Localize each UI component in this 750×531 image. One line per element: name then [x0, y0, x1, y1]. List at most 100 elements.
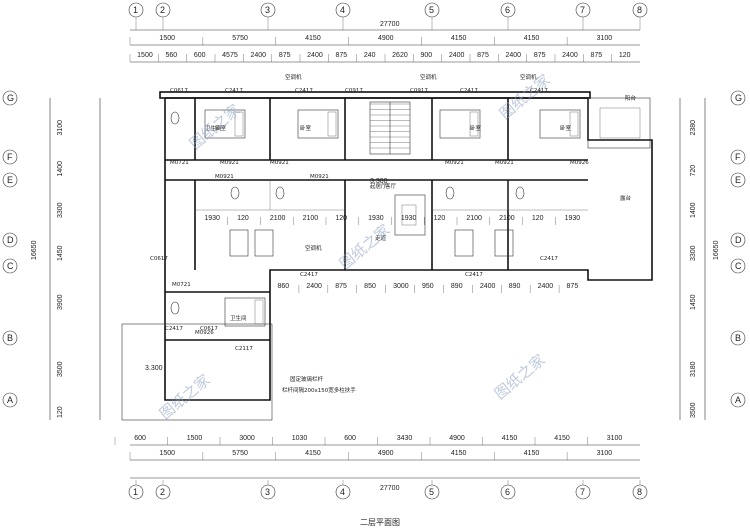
axis-label: 4 — [340, 487, 345, 497]
dimension-value: 600 — [194, 52, 206, 59]
axis-bubble-E: E — [730, 172, 746, 188]
window-code: C0617 — [170, 88, 188, 94]
room-label: 露台 — [620, 194, 632, 202]
dimension-value: 3100 — [57, 120, 64, 136]
dimension-value: 950 — [422, 283, 434, 290]
window-code: C0917 — [410, 88, 428, 94]
axis-label: 4 — [340, 5, 345, 15]
bed-symbol — [494, 229, 514, 257]
dimension-value: 2100 — [270, 215, 286, 222]
window-code: C2417 — [530, 88, 548, 94]
dimension-value: 875 — [336, 52, 348, 59]
dimension-value: 3000 — [393, 283, 409, 290]
dimension-value: 2100 — [303, 215, 319, 222]
dimension-value: 120 — [619, 52, 631, 59]
axis-bubble-8: 8 — [632, 480, 648, 500]
axis-bubble-C: C — [730, 258, 746, 274]
window-code: C0617 — [200, 326, 218, 332]
dimension-value: 3100 — [607, 435, 623, 442]
window-code: C2417 — [295, 88, 313, 94]
window-code: C2417 — [165, 326, 183, 332]
axis-bubble-4: 4 — [335, 480, 351, 500]
dimension-value: 3430 — [397, 435, 413, 442]
bed-symbol — [254, 229, 274, 257]
dimension-value: 1030 — [292, 435, 308, 442]
toilet-symbol — [275, 186, 285, 200]
axis-label: 3 — [265, 5, 270, 15]
dimension-value: 850 — [364, 283, 376, 290]
bed-symbol — [439, 109, 481, 139]
dimension-value: 1500 — [159, 450, 175, 457]
room-label: 卧室 — [470, 124, 482, 132]
railing-note: 栏杆间隔200x150宽多柱扶手 — [282, 386, 356, 394]
dimension-value: 3300 — [57, 202, 64, 218]
dimension-value: 120 — [57, 406, 64, 418]
door-code: M0721 — [172, 282, 191, 288]
axis-label: 7 — [580, 487, 585, 497]
dimension-value: 4150 — [524, 450, 540, 457]
dimension-value: 2400 — [538, 283, 554, 290]
axis-label: F — [735, 152, 741, 162]
axis-label: 7 — [580, 5, 585, 15]
dimension-value: 1930 — [565, 215, 581, 222]
dimension-value: 120 — [237, 215, 249, 222]
dimension-value: 720 — [690, 165, 697, 177]
axis-bubble-G: G — [2, 90, 18, 106]
dimension-value: 4150 — [502, 435, 518, 442]
room-label: 卧室 — [560, 124, 572, 132]
window-code: C2417 — [465, 272, 483, 278]
axis-bubble-7: 7 — [575, 480, 591, 500]
room-label: 起居厅 — [370, 183, 387, 190]
dimension-value: 2400 — [449, 52, 465, 59]
dimension-value: 1930 — [368, 215, 384, 222]
dimension-value: 560 — [166, 52, 178, 59]
window-code: C0917 — [345, 88, 363, 94]
axis-label: G — [7, 93, 14, 103]
door-code: M0921 — [215, 174, 234, 180]
axis-bubble-1: 1 — [128, 480, 144, 500]
room-label: 客厅 — [385, 182, 397, 190]
dimension-value: 860 — [277, 283, 289, 290]
level-marker: 3.300 — [370, 178, 388, 185]
door-code: M0921 — [310, 174, 329, 180]
axis-bubble-D: D — [730, 232, 746, 248]
axis-label: 1 — [133, 5, 138, 15]
room-label: 卧室 — [215, 124, 227, 132]
axis-label: C — [7, 261, 14, 271]
dimension-value: 5750 — [232, 35, 248, 42]
bed-symbol — [539, 109, 581, 139]
room-label: 走道 — [375, 234, 387, 242]
terrace-outline — [121, 97, 651, 421]
dimension-value: 1930 — [204, 215, 220, 222]
toilet-symbol — [170, 301, 180, 315]
axis-label: 5 — [429, 5, 434, 15]
dimension-value: 3900 — [57, 294, 64, 310]
dimension-value: 3000 — [239, 435, 255, 442]
dimension-value: 1500 — [137, 52, 153, 59]
axis-label: 3 — [265, 487, 270, 497]
dimension-value: 3100 — [597, 450, 613, 457]
dimension-value: 120 — [532, 215, 544, 222]
dimension-value: 120 — [434, 215, 446, 222]
dimension-value: 2400 — [480, 283, 496, 290]
axis-bubble-1: 1 — [128, 2, 144, 30]
dimension-value: 1400 — [690, 202, 697, 218]
dimension-value: 2400 — [562, 52, 578, 59]
axis-label: E — [7, 175, 13, 185]
bed-symbol — [224, 297, 266, 327]
room-label: 空调机 — [285, 73, 302, 81]
bed-symbol — [204, 109, 246, 139]
axis-bubble-2: 2 — [155, 2, 171, 30]
axis-label: C — [735, 261, 742, 271]
axis-bubble-A: A — [2, 392, 18, 408]
dimension-value: 1500 — [187, 435, 203, 442]
dimension-value: 875 — [567, 283, 579, 290]
door-code: M0721 — [170, 160, 189, 166]
dimension-value: 900 — [421, 52, 433, 59]
dimension-value: 2400 — [506, 52, 522, 59]
axis-label: A — [735, 395, 741, 405]
dimension-value: 120 — [335, 215, 347, 222]
dimension-value: 890 — [509, 283, 521, 290]
dimension-value: 2100 — [499, 215, 515, 222]
